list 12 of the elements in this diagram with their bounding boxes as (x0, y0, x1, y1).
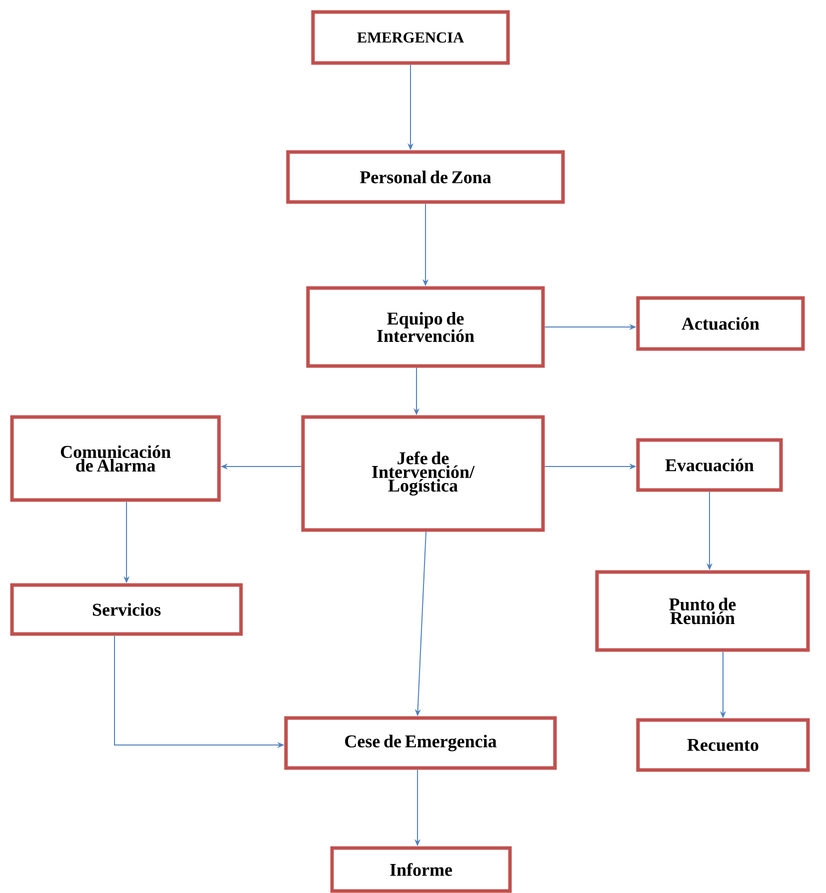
process-box: Informe (330, 846, 512, 893)
process-box: Personal de Zona (286, 150, 565, 204)
process-box: Recuento (636, 718, 810, 772)
process-box: Equipo de Intervención (306, 286, 545, 368)
process-box: EMERGENCIA (311, 10, 510, 65)
process-box: Punto de Reunión (595, 570, 810, 652)
process-box: Evacuación (636, 438, 783, 492)
process-box: Servicios (10, 583, 243, 636)
process-box: Actuación (636, 296, 805, 351)
process-box: Cese de Emergencia (284, 716, 557, 770)
process-box: Comunicación de Alarma (10, 415, 221, 502)
process-box: Jefe de Intervención/ Logística (301, 415, 545, 532)
